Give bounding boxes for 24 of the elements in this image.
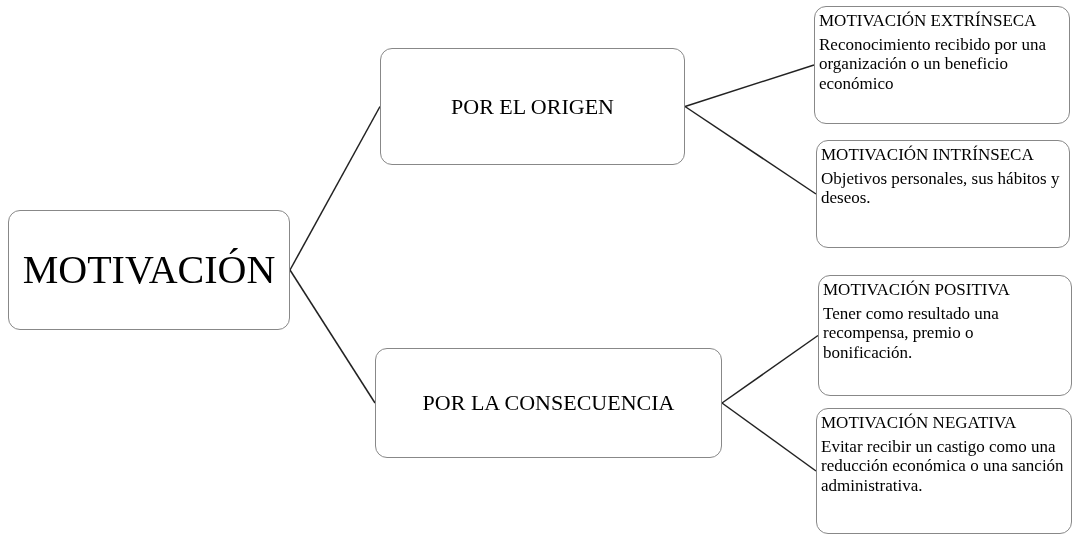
box-heading: MOTIVACIÓN POSITIVA [823,280,1010,300]
connector-line [721,334,819,404]
rounded-box [816,408,1072,534]
box-heading: MOTIVACIÓN NEGATIVA [821,413,1017,433]
box-label: POR EL ORIGEN [451,92,614,121]
box-description: Tener como resultado una recompensa, premio o bonificación. [823,303,1000,363]
box-label: MOTIVACIÓN [22,246,276,294]
connector-line [684,64,815,108]
box-description: Reconocimiento recibido por una organización o un beneficio económico [819,34,1048,94]
box-description: Objetivos personales, sus hábitos y deseos. [821,168,1061,208]
rounded-box [380,48,685,165]
connector-line [289,105,381,271]
box-heading: MOTIVACIÓN EXTRÍNSECA [819,11,1037,31]
rounded-box [8,210,290,330]
connector-line [289,269,376,404]
connector-line [721,402,817,472]
box-heading: MOTIVACIÓN INTRÍNSECA [821,145,1034,165]
box-label: POR LA CONSECUENCIA [422,389,675,417]
box-description: Evitar recibir un castigo como una reducción económica o una sanción administrativa. [821,436,1065,496]
rounded-box [816,140,1070,248]
connector-line [684,105,817,195]
rounded-box [814,6,1070,124]
rounded-box [818,275,1072,396]
rounded-box [375,348,722,458]
